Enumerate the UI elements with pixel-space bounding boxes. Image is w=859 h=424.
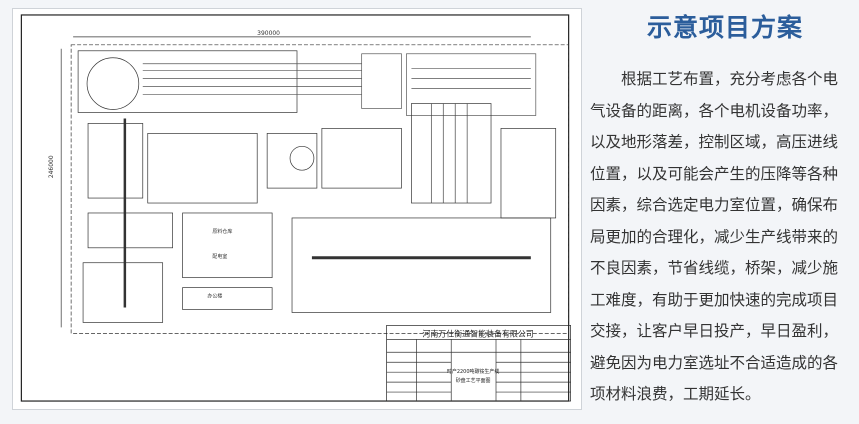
dim-width: 390000 [257, 30, 280, 37]
label-warehouse: 原料仓库 [212, 228, 232, 235]
drawing-name: 砂盘工艺平面图 [456, 377, 491, 384]
description-line: 不良因素，节省线缆，桥架，减少施 [590, 259, 839, 277]
description-line: 交接，让客户早日投产，早日盈利， [590, 322, 839, 340]
description-line: 项材料浪费，工期延长。 [590, 385, 761, 403]
description-line: 工难度，有助于更加快速的完成项目 [590, 290, 839, 309]
label-office: 办公楼 [207, 293, 222, 300]
layout-drawing: 390000 246000 原料仓库 配电室 办公楼 河南万仕衡通智能装备有限公… [12, 8, 582, 410]
project-name: 时产2200吨碳铵生产线 [447, 368, 499, 375]
description-line: 根据工艺布置，充分考虑各个电 [590, 70, 839, 88]
description-line: 以及地形落差，控制区域，高压进线 [590, 133, 839, 151]
description-line: 因素，综合选定电力室位置，确保布 [590, 196, 839, 214]
panel-title: 示意项目方案 [646, 13, 803, 42]
description-line: 气设备的距离，各个电机设备功率， [590, 101, 839, 120]
title-block [386, 325, 571, 402]
panel-description: 根据工艺布置，充分考虑各个电 气设备的距离，各个电机设备功率， 以及地形落差，控… [590, 64, 855, 411]
description-line: 位置，以及可能会产生的压降等各种 [590, 164, 839, 183]
label-power-room: 配电室 [212, 253, 227, 260]
description-line: 局更加的合理化，减少生产线带来的 [590, 227, 839, 246]
company-name: 河南万仕衡通智能装备有限公司 [422, 328, 533, 338]
dim-height: 246000 [48, 155, 55, 178]
description-line: 避免因为电力室选址不合适造成的各 [590, 353, 839, 372]
